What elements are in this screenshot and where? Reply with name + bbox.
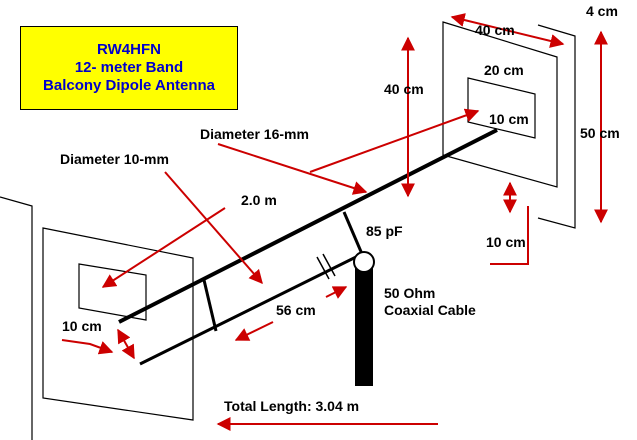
label-left-plate: 10 cm [62, 318, 102, 334]
right-plate-front [442, 21, 558, 188]
label-width-top: 40 cm [475, 22, 515, 38]
coax-cable-end [353, 251, 375, 273]
arrow-length-2m-lower [101, 207, 226, 288]
label-diameter-10: Diameter 10-mm [60, 151, 169, 167]
arrow-left-plate-leader [61, 339, 114, 355]
capacitor-plate-b [322, 253, 336, 277]
label-height-right: 50 cm [580, 125, 620, 141]
label-total-length: Total Length: 3.04 m [224, 398, 359, 414]
arrow-diameter-16 [217, 143, 368, 195]
arrow-spacing-left [234, 321, 274, 341]
left-plate-inner [42, 227, 194, 421]
label-inner-height: 10 cm [489, 111, 529, 127]
arrow-gap-bottom-leader [490, 206, 529, 265]
title-antenna: Balcony Dipole Antenna [43, 77, 215, 94]
title-box: RW4HFN 12- meter Band Balcony Dipole Ant… [20, 26, 238, 110]
label-diameter-16: Diameter 16-mm [200, 126, 309, 142]
right-plate-tab [467, 77, 536, 139]
label-capacitor: 85 pF [366, 223, 403, 239]
spacer-left [202, 279, 218, 332]
label-inner-width: 20 cm [484, 62, 524, 78]
spacer-right [342, 211, 364, 255]
capacitor-plate-a [316, 256, 330, 280]
arrow-spacing-right [325, 286, 348, 299]
element-10mm [139, 253, 361, 366]
label-height-left: 40 cm [384, 81, 424, 97]
label-length-2m: 2.0 m [241, 192, 277, 208]
title-band: 12- meter Band [74, 59, 184, 76]
label-coax-line2: Coaxial Cable [384, 302, 476, 318]
arrow-width-top [450, 13, 565, 48]
label-coax-line1: 50 Ohm [384, 285, 435, 301]
arrow-diameter-10 [164, 171, 263, 285]
label-gap-bottom: 10 cm [486, 234, 526, 250]
coax-cable [355, 258, 373, 386]
label-thickness: 4 cm [586, 3, 618, 19]
label-spacing: 56 cm [276, 302, 316, 318]
arrow-length-2m-upper [309, 108, 480, 173]
left-plate-tab [78, 263, 147, 321]
left-plate-outer [0, 196, 33, 440]
element-16mm [118, 128, 498, 324]
arrow-left-plate [117, 328, 135, 360]
title-callsign: RW4HFN [97, 41, 161, 58]
